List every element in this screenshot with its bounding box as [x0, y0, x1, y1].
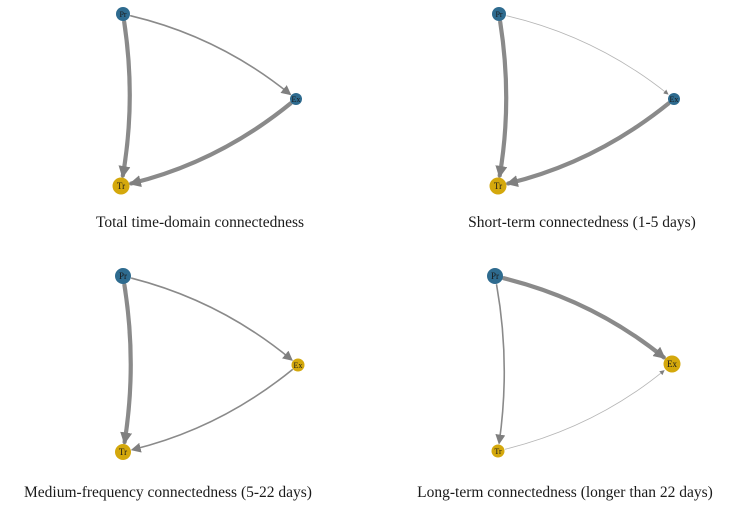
node-pr-panel-2 [492, 7, 506, 21]
node-label-ex-panel-2: Ex [670, 95, 679, 104]
node-tr-panel-1 [112, 177, 130, 195]
edge-pr-to-ex-panel-2 [506, 15, 669, 95]
edge-pr-to-ex-panel-4 [501, 276, 666, 360]
panel-caption-long-term: Long-term connectedness (longer than 22 … [417, 484, 713, 501]
panel-caption-short-term: Short-term connectedness (1-5 days) [468, 214, 696, 231]
node-tr-panel-4 [491, 444, 505, 458]
panel-caption-total: Total time-domain connectedness [95, 214, 305, 231]
node-label-tr-panel-2: Tr [494, 181, 502, 191]
node-label-tr-panel-4: Tr [494, 447, 502, 456]
node-tr-panel-2 [489, 177, 507, 195]
node-label-tr-panel-1: Tr [117, 181, 125, 191]
node-pr-panel-4 [487, 268, 503, 284]
node-pr-panel-1 [116, 7, 130, 21]
edge-pr-to-tr-panel-4 [495, 284, 506, 445]
edge-pr-to-tr-panel-1 [118, 19, 132, 179]
node-label-ex-panel-4: Ex [667, 359, 677, 369]
edge-ex-to-tr-panel-2 [505, 101, 671, 188]
node-label-pr-panel-2: Pr [495, 10, 502, 19]
node-label-ex-panel-3: Ex [294, 361, 303, 370]
panel-caption-medium-frequency: Medium-frequency connectedness (5-22 day… [24, 484, 312, 501]
edge-ex-to-tr-panel-1 [128, 101, 293, 188]
edge-pr-to-ex-panel-3 [130, 277, 293, 361]
node-ex-panel-2 [668, 93, 680, 105]
node-ex-panel-4 [663, 355, 681, 373]
node-label-pr-panel-1: Pr [119, 10, 126, 19]
node-label-tr-panel-3: Tr [119, 447, 127, 457]
edge-tr-to-ex-panel-4 [504, 370, 665, 450]
node-tr-panel-3 [115, 444, 131, 460]
node-label-pr-panel-4: Pr [491, 271, 499, 281]
node-label-pr-panel-3: Pr [119, 271, 127, 281]
edge-ex-to-tr-panel-3 [130, 368, 293, 453]
edge-pr-to-tr-panel-3 [120, 282, 133, 445]
node-ex-panel-3 [291, 358, 305, 372]
node-label-ex-panel-1: Ex [292, 95, 301, 104]
edge-pr-to-tr-panel-2 [495, 19, 509, 178]
node-pr-panel-3 [115, 268, 131, 284]
edge-pr-to-ex-panel-1 [130, 15, 292, 96]
node-ex-panel-1 [290, 93, 302, 105]
